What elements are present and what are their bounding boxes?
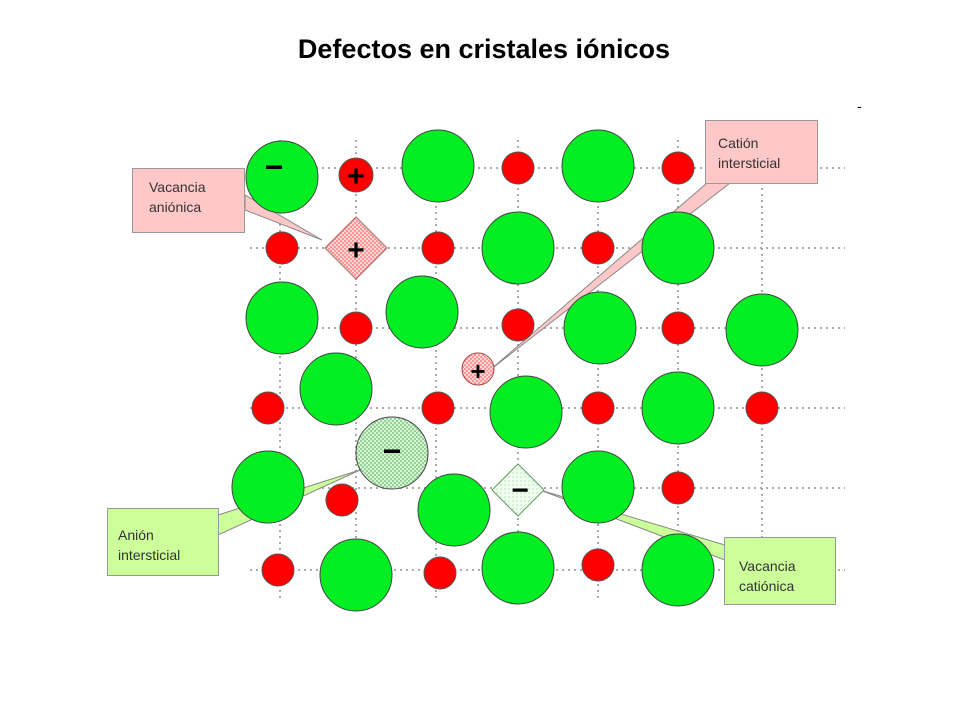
anion — [245, 140, 319, 214]
page-title: Defectos en cristales iónicos — [297, 34, 671, 64]
anion — [231, 450, 305, 524]
anion — [385, 275, 459, 349]
anion — [245, 281, 319, 355]
cation — [339, 311, 373, 345]
callout-anion-vacancy: Vacancia aniónica — [132, 168, 245, 233]
cation — [421, 391, 455, 425]
plus-symbol: + — [470, 356, 485, 386]
cation — [421, 231, 455, 265]
anion — [641, 533, 715, 607]
anion — [489, 375, 563, 449]
cation — [251, 391, 285, 425]
anion — [417, 473, 491, 547]
cations — [251, 151, 779, 590]
anion — [641, 371, 715, 445]
cation-vacancy-site — [491, 463, 545, 517]
cation — [325, 483, 359, 517]
callout-line: Anión — [118, 527, 154, 543]
callout-line: Vacancia — [739, 558, 796, 574]
minus-symbol: − — [511, 474, 529, 507]
anion — [563, 291, 637, 365]
anion — [481, 211, 555, 285]
anion — [725, 293, 799, 367]
cation — [581, 231, 615, 265]
anion — [299, 352, 373, 426]
anion — [319, 538, 393, 612]
callout-line: intersticial — [718, 155, 781, 171]
minus-symbol: − — [383, 433, 402, 469]
anion — [401, 129, 475, 203]
stray-mark: - — [857, 98, 862, 114]
plus-symbol: + — [347, 234, 365, 267]
callout-line: catiónica — [739, 578, 795, 594]
callout-line: intersticial — [118, 547, 181, 563]
cation — [581, 548, 615, 582]
cation — [661, 311, 695, 345]
anion-vacancy-site — [324, 216, 388, 280]
cation — [261, 553, 295, 587]
cation — [501, 151, 535, 185]
callout-anion-interstitial: Anión intersticial — [107, 508, 219, 576]
cation — [661, 151, 695, 185]
callout-cation-vacancy: Vacancia catiónica — [724, 537, 836, 605]
cation — [265, 231, 299, 265]
cation — [501, 308, 535, 342]
callout-line: Vacancia — [149, 179, 206, 195]
cation — [423, 556, 457, 590]
cation — [745, 391, 779, 425]
callout-cation-interstitial: Catión intersticial — [705, 120, 818, 184]
callout-line: Catión — [718, 135, 759, 151]
anion — [481, 531, 555, 605]
anion — [561, 450, 635, 524]
plus-symbol: + — [347, 160, 365, 193]
cation — [581, 391, 615, 425]
interstitial-anion — [355, 416, 429, 490]
cation — [661, 471, 695, 505]
cation-plus — [338, 157, 374, 193]
interstitial-cation — [461, 352, 495, 386]
minus-symbol: − — [265, 149, 284, 185]
callout-line: aniónica — [149, 199, 202, 215]
anion — [561, 129, 635, 203]
anion — [641, 211, 715, 285]
anions — [231, 129, 799, 612]
